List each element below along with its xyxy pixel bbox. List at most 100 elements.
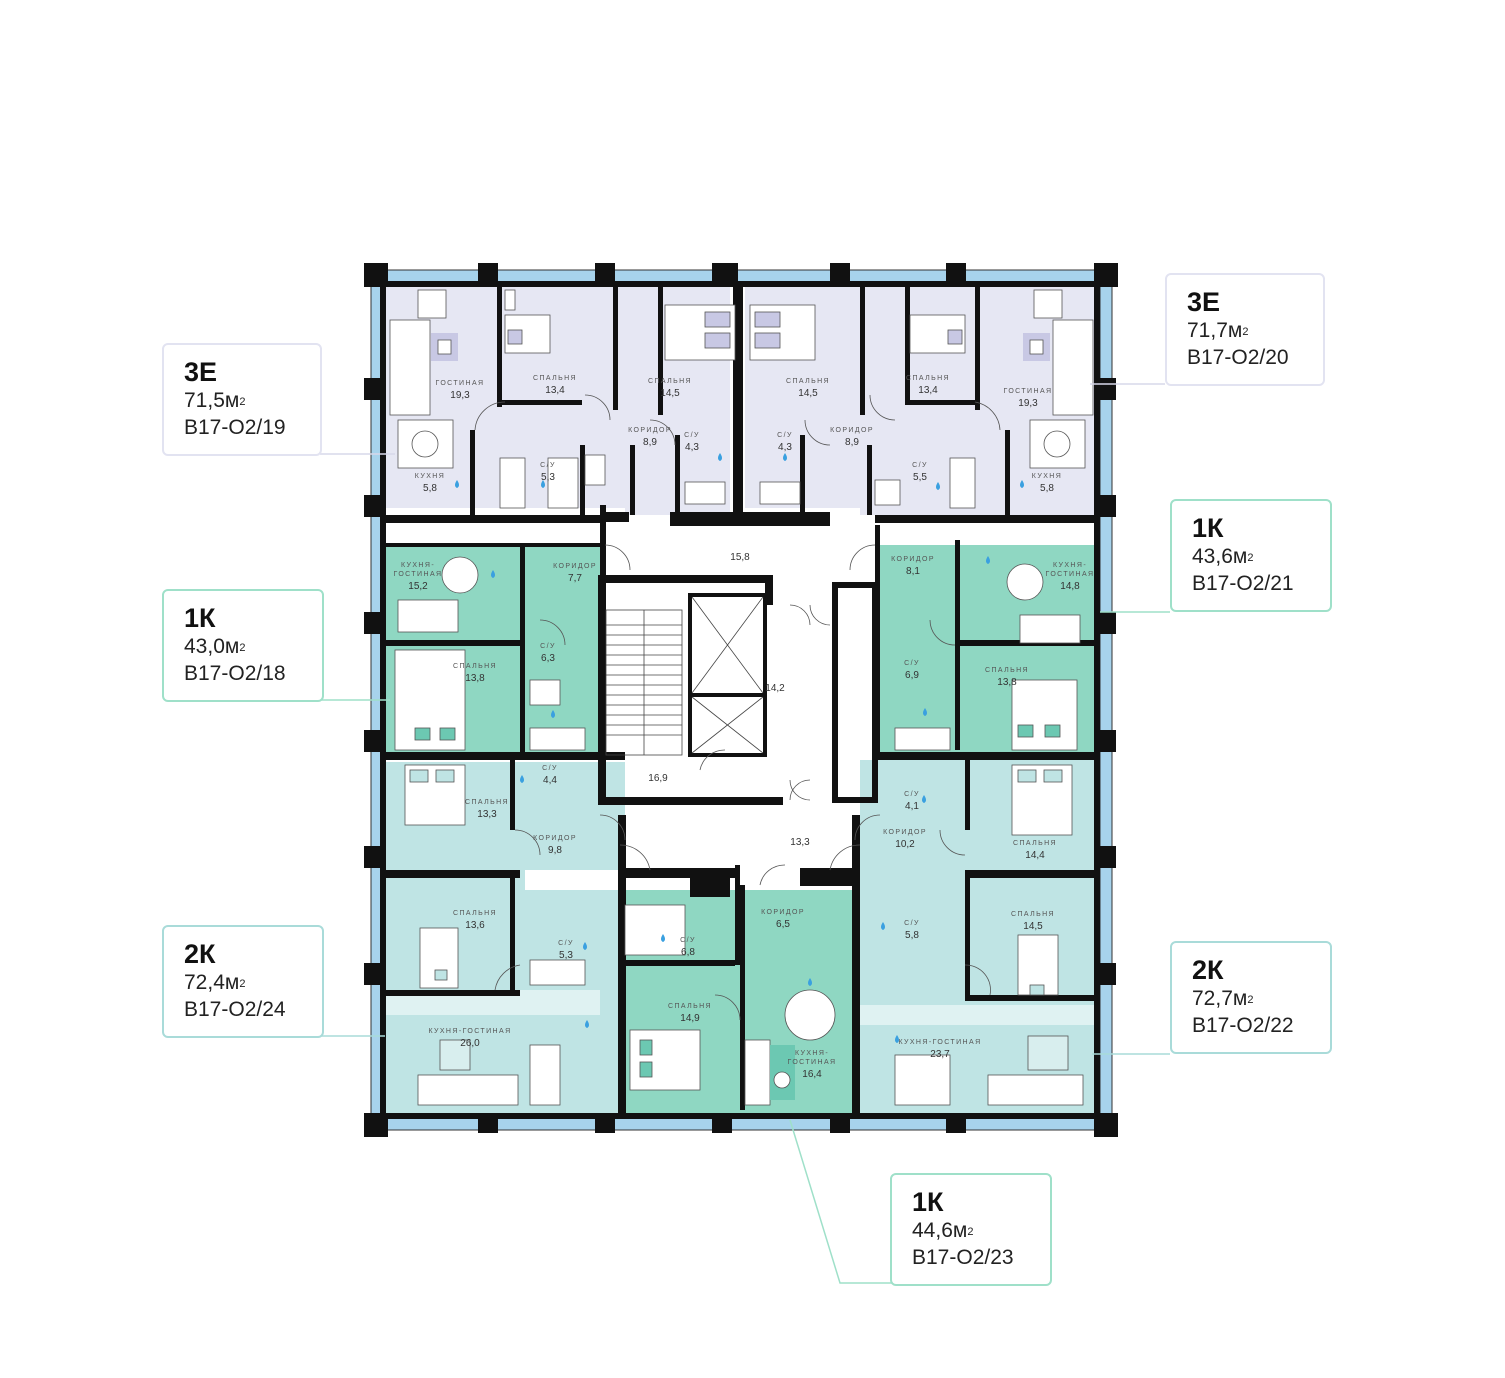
room-area: 26,0 [460, 1038, 480, 1049]
room-area: 8,9 [643, 437, 657, 448]
hall-labels: 15,8 14,2 16,9 13,3 [648, 552, 810, 848]
room-area: 5,3 [559, 950, 573, 961]
apartment-type: 1К [1192, 513, 1224, 543]
room-label: СПАЛЬНЯ [648, 378, 692, 385]
apartment-area: 43,0м2 [184, 635, 246, 658]
room-area: 5,8 [423, 483, 437, 494]
room-area: 4,4 [543, 775, 557, 786]
apartment-area: 72,4м2 [184, 971, 246, 994]
doors [474, 394, 1001, 1021]
apartment-code: В17-О2/18 [184, 662, 286, 685]
room-label: С/У [904, 920, 920, 927]
room-area: 14,8 [1060, 581, 1080, 592]
room-label: ГОСТИНАЯ [788, 1059, 837, 1066]
furniture [389, 289, 1094, 1106]
room-label: КУХНЯ [1032, 473, 1062, 480]
room-area: 6,8 [681, 947, 695, 958]
room-area: 16,4 [802, 1069, 822, 1080]
room-area: 13,3 [477, 809, 497, 820]
apartment-area: 71,7м2 [1187, 319, 1249, 342]
room-area: 13,8 [997, 677, 1017, 688]
room-area: 14,5 [798, 388, 818, 399]
hall-area: 13,3 [790, 837, 810, 848]
room-area: 6,5 [776, 919, 790, 930]
room-label: СПАЛЬНЯ [1013, 840, 1057, 847]
apartment-card-23[interactable]: 1К 44,6м2 В17-О2/23 [890, 1173, 1052, 1286]
apartment-type: 1К [184, 603, 216, 633]
room-label: СПАЛЬНЯ [465, 799, 509, 806]
room-label: ГОСТИНАЯ [436, 380, 485, 387]
hall-area: 14,2 [765, 683, 785, 694]
room-label: КОРИДОР [761, 909, 805, 916]
room-label: С/У [558, 940, 574, 947]
room-label: КУХНЯ- [1053, 562, 1087, 569]
apartment-area: 44,6м2 [912, 1219, 974, 1242]
room-label: С/У [684, 432, 700, 439]
room-area: 10,2 [895, 839, 915, 850]
room-area: 14,5 [660, 388, 680, 399]
room-area: 4,3 [778, 442, 792, 453]
apartment-card-22[interactable]: 2К 72,7м2 В17-О2/22 [1170, 941, 1332, 1054]
room-area: 6,3 [541, 653, 555, 664]
room-label: ГОСТИНАЯ [1046, 571, 1095, 578]
room-area: 13,6 [465, 920, 485, 931]
room-area: 4,3 [685, 442, 699, 453]
room-area: 5,5 [913, 472, 927, 483]
staircase [605, 596, 764, 756]
room-area: 8,9 [845, 437, 859, 448]
apartment-card-18[interactable]: 1К 43,0м2 В17-О2/18 [162, 589, 324, 702]
room-label: КУХНЯ-ГОСТИНАЯ [898, 1039, 981, 1046]
room-label: С/У [904, 791, 920, 798]
leader-lines [320, 383, 1170, 1284]
room-label: СПАЛЬНЯ [1011, 911, 1055, 918]
apartment-code: В17-О2/21 [1192, 572, 1294, 595]
room-label: ГОСТИНАЯ [394, 571, 443, 578]
room-label: КОРИДОР [553, 563, 597, 570]
room-label: СПАЛЬНЯ [985, 667, 1029, 674]
room-label: СПАЛЬНЯ [668, 1003, 712, 1010]
apartment-card-21[interactable]: 1К 43,6м2 В17-О2/21 [1170, 499, 1332, 612]
window-right [1099, 284, 1113, 1116]
room-area: 8,1 [906, 566, 920, 577]
apartment-code: В17-О2/22 [1192, 1014, 1294, 1037]
apartment-card-24[interactable]: 2К 72,4м2 В17-О2/24 [162, 925, 324, 1038]
room-label: КОРИДОР [891, 556, 935, 563]
room-label: С/У [777, 432, 793, 439]
apartment-code: В17-О2/24 [184, 998, 286, 1021]
apartment-type: 1К [912, 1187, 944, 1217]
room-area: 19,3 [450, 390, 470, 401]
apartment-card-20[interactable]: 3Е 71,7м2 В17-О2/20 [1165, 273, 1325, 386]
room-label: ГОСТИНАЯ [1004, 388, 1053, 395]
room-label: КОРИДОР [533, 835, 577, 842]
room-area: 7,7 [568, 573, 582, 584]
room-area: 19,3 [1018, 398, 1038, 409]
hall-area: 15,8 [730, 552, 750, 563]
room-label: С/У [912, 462, 928, 469]
room-area: 13,8 [465, 673, 485, 684]
room-area: 13,4 [918, 385, 938, 396]
apartment-area: 72,7м2 [1192, 987, 1254, 1010]
room-label: КУХНЯ- [401, 562, 435, 569]
room-area: 5,8 [1040, 483, 1054, 494]
hall-area: 16,9 [648, 773, 668, 784]
room-area: 5,3 [541, 472, 555, 483]
room-area: 5,8 [905, 930, 919, 941]
apartment-card-19[interactable]: 3Е 71,5м2 В17-О2/19 [162, 343, 322, 456]
room-label: СПАЛЬНЯ [786, 378, 830, 385]
room-label: СПАЛЬНЯ [906, 375, 950, 382]
room-label: С/У [540, 643, 556, 650]
apartment-code: В17-О2/23 [912, 1246, 1014, 1269]
water-icons [455, 453, 1024, 1043]
room-label: СПАЛЬНЯ [453, 663, 497, 670]
unit-24-fill [385, 762, 625, 1113]
room-area: 4,1 [905, 801, 919, 812]
room-area: 13,4 [545, 385, 565, 396]
apartment-type: 3Е [1187, 287, 1221, 317]
room-label: КУХНЯ [415, 473, 445, 480]
apartment-area: 71,5м2 [184, 389, 246, 412]
apartment-type: 2К [1192, 955, 1224, 985]
apartment-type: 3Е [184, 357, 218, 387]
room-area: 15,2 [408, 581, 428, 592]
room-area: 14,4 [1025, 850, 1045, 861]
apartment-type: 2К [184, 939, 216, 969]
